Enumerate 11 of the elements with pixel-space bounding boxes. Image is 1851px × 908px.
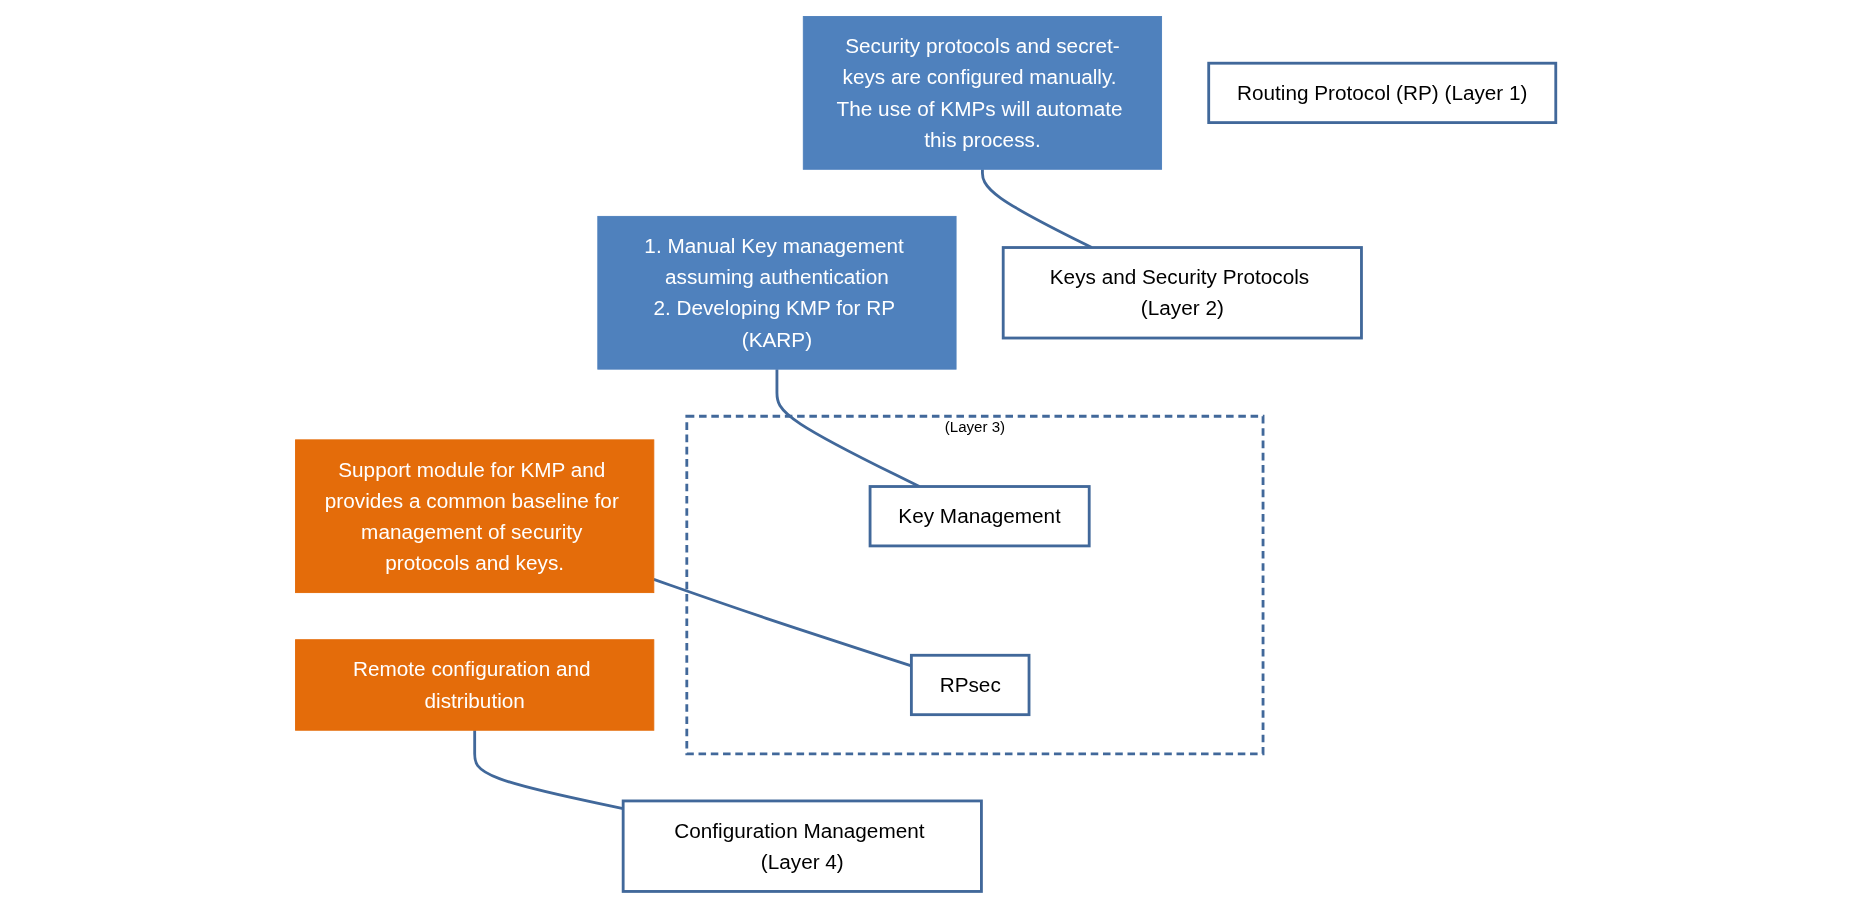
- node-box: Keys and Security Protocols (Layer 2): [1001, 246, 1363, 340]
- node-box: Security protocols and secret-keys are configured manually. The use of KMPs will automate this process.: [802, 16, 1162, 170]
- node-box: Support module for KMP and provides a common baseline for management of security protocols and keys.: [294, 439, 655, 594]
- node-box: 1. Manual Key management assuming authentication 2. Developing KMP for RP (KARP): [597, 215, 957, 370]
- connector: [473, 730, 624, 810]
- node-box: Key Management: [868, 485, 1091, 548]
- node-box: Configuration Management (Layer 4): [621, 799, 983, 893]
- node-box: RPsec: [909, 653, 1031, 717]
- node-box: Routing Protocol (RP) (Layer 1): [1207, 61, 1558, 124]
- node-box: Remote configuration and distribution: [294, 639, 655, 731]
- connector: [653, 578, 912, 668]
